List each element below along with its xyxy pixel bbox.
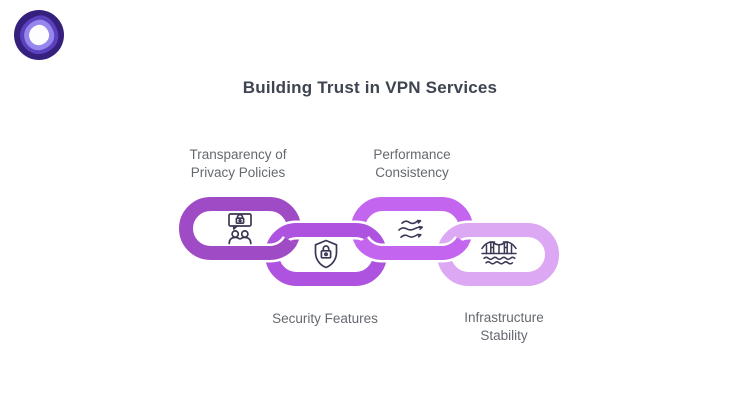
label-security: Security Features [272, 311, 378, 326]
chain-link-performance-patch [354, 237, 470, 260]
label-transparency: Transparency of Privacy Policies [189, 147, 287, 180]
airflow-icon [398, 219, 423, 238]
page-title: Building Trust in VPN Services [242, 78, 498, 97]
label-infrastructure: Infrastructure Stability [464, 310, 544, 343]
shield-lock-icon [314, 239, 338, 269]
bridge-icon [481, 241, 517, 265]
label-performance: Performance Consistency [373, 147, 451, 180]
brand-logo [14, 10, 64, 60]
privacy-chat-icon [228, 213, 252, 245]
chain-link-transparency-patch [240, 237, 298, 260]
